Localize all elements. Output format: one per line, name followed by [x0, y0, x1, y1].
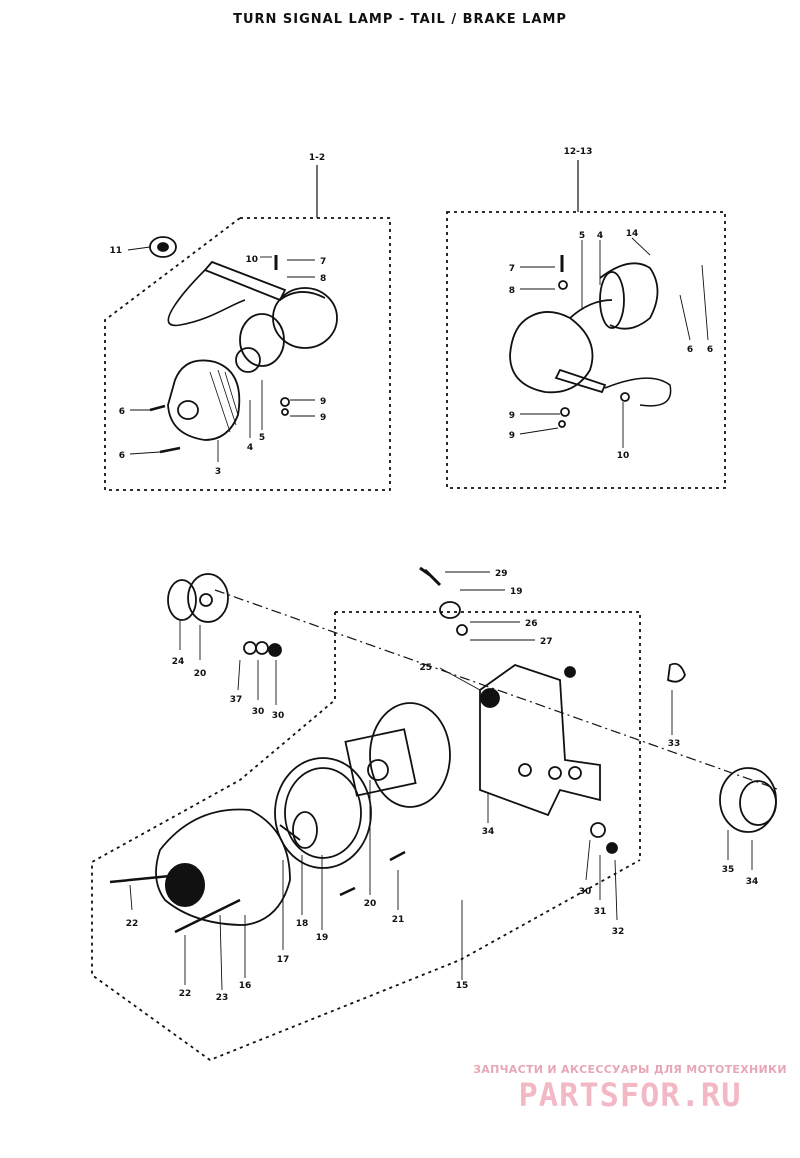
- diagram-title: TURN SIGNAL LAMP - TAIL / BRAKE LAMP: [233, 12, 567, 27]
- callout-23: 23: [216, 993, 229, 1003]
- lamp-housing: [369, 702, 451, 808]
- callout-31: 31: [594, 907, 607, 917]
- callout-24: 24: [172, 657, 185, 667]
- callout-11: 11: [109, 246, 122, 256]
- callout-19: 19: [510, 587, 523, 597]
- callout-9: 9: [320, 397, 326, 407]
- group-label-1-2: 1-2: [309, 153, 325, 163]
- housing-part: [272, 287, 338, 349]
- callout-9: 9: [320, 413, 326, 423]
- bulb-part-tail: [292, 811, 318, 849]
- callout-3: 3: [215, 467, 221, 477]
- gasket-part: [274, 757, 372, 869]
- callout-25: 25: [419, 663, 432, 673]
- callout-17: 17: [277, 955, 290, 965]
- callout-26: 26: [525, 619, 538, 629]
- callout-6: 6: [687, 345, 693, 355]
- callout-4: 4: [597, 231, 603, 241]
- callout-32: 32: [612, 927, 625, 937]
- callout-22: 22: [179, 989, 192, 999]
- callout-7: 7: [320, 257, 326, 267]
- reflector-part: [239, 313, 285, 367]
- callout-37: 37: [230, 695, 243, 705]
- lens-part-right: [509, 311, 594, 394]
- callout-5: 5: [259, 433, 265, 443]
- callout-30: 30: [579, 887, 592, 897]
- callout-6: 6: [119, 407, 125, 417]
- callout-30: 30: [272, 711, 285, 721]
- callout-18: 18: [296, 919, 309, 929]
- callout-6: 6: [119, 451, 125, 461]
- callout-9: 9: [509, 411, 515, 421]
- tail-lens: [155, 808, 291, 926]
- callout-10: 10: [245, 255, 258, 265]
- callout-8: 8: [509, 286, 515, 296]
- tail-lamp-group: [91, 566, 781, 1062]
- watermark-tagline: ЗАПЧАСТИ И АКСЕССУАРЫ ДЛЯ МОТОТЕХНИКИ: [473, 1063, 787, 1076]
- callout-20: 20: [364, 899, 377, 909]
- group-label-15: 15: [456, 981, 469, 991]
- side-reflector-left: [167, 579, 197, 621]
- callout-16: 16: [239, 981, 252, 991]
- callout-5: 5: [579, 231, 585, 241]
- right-turn-signal-group: [446, 160, 726, 489]
- group-border-left: [104, 217, 391, 491]
- callout-8: 8: [320, 274, 326, 284]
- callout-7: 7: [509, 264, 515, 274]
- bracket-part: [479, 664, 601, 817]
- stem-part: [203, 260, 287, 302]
- callout-35: 35: [722, 865, 735, 875]
- callout-33: 33: [668, 739, 681, 749]
- callout-27: 27: [540, 637, 553, 647]
- callout-34: 34: [482, 827, 495, 837]
- watermark-logo: PARTSFOR.RU: [518, 1076, 742, 1114]
- callout-14: 14: [626, 229, 639, 239]
- housing-part-right: [599, 262, 659, 330]
- group-label-12-13: 12-13: [564, 147, 593, 157]
- bulb-part: [235, 347, 261, 373]
- group-border-right: [446, 211, 726, 489]
- left-turn-signal-group: [104, 165, 391, 491]
- callout-19: 19: [316, 933, 329, 943]
- callout-6: 6: [707, 345, 713, 355]
- callout-30: 30: [252, 707, 265, 717]
- callout-9: 9: [509, 431, 515, 441]
- callout-21: 21: [392, 915, 405, 925]
- callout-4: 4: [247, 443, 253, 453]
- callout-22: 22: [126, 919, 139, 929]
- callout-10: 10: [617, 451, 630, 461]
- callout-34: 34: [746, 877, 759, 887]
- callout-29: 29: [495, 569, 508, 579]
- callout-20: 20: [194, 669, 207, 679]
